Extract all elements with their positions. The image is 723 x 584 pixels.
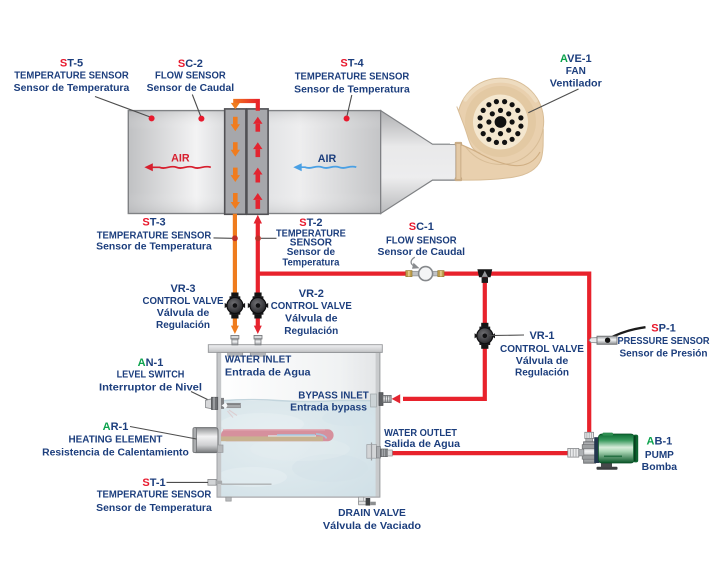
svg-text:WATER OUTLET: WATER OUTLET bbox=[384, 428, 457, 439]
svg-text:Entrada bypass: Entrada bypass bbox=[290, 402, 367, 413]
svg-text:Válvula de: Válvula de bbox=[516, 356, 569, 367]
svg-text:SENSOR: SENSOR bbox=[290, 238, 333, 249]
svg-text:Sensor de Caudal: Sensor de Caudal bbox=[378, 247, 466, 258]
svg-text:VR-2: VR-2 bbox=[299, 288, 324, 300]
svg-text:Resistencia de Calentamiento: Resistencia de Calentamiento bbox=[42, 448, 189, 459]
svg-text:SP-1: SP-1 bbox=[651, 322, 675, 334]
svg-text:SC-2: SC-2 bbox=[178, 58, 203, 70]
svg-text:AIR: AIR bbox=[171, 153, 190, 165]
svg-text:VR-1: VR-1 bbox=[529, 330, 554, 342]
svg-text:Regulación: Regulación bbox=[515, 368, 569, 379]
svg-text:Válvula de Vaciado: Válvula de Vaciado bbox=[323, 521, 421, 532]
svg-text:FLOW SENSOR: FLOW SENSOR bbox=[155, 71, 226, 82]
svg-text:TEMPERATURE SENSOR: TEMPERATURE SENSOR bbox=[14, 71, 129, 82]
svg-text:TEMPERATURE SENSOR: TEMPERATURE SENSOR bbox=[97, 231, 212, 242]
svg-text:Válvula de: Válvula de bbox=[285, 314, 338, 325]
svg-text:Interruptor de Nivel: Interruptor de Nivel bbox=[99, 382, 202, 393]
svg-text:FAN: FAN bbox=[566, 66, 586, 77]
svg-text:Sensor de Temperatura: Sensor de Temperatura bbox=[96, 503, 212, 514]
svg-text:ST-4: ST-4 bbox=[340, 58, 364, 70]
svg-text:CONTROL VALVE: CONTROL VALVE bbox=[271, 301, 352, 312]
svg-text:TEMPERATURE SENSOR: TEMPERATURE SENSOR bbox=[295, 72, 410, 83]
svg-text:AIR: AIR bbox=[318, 153, 337, 165]
svg-text:CONTROL VALVE: CONTROL VALVE bbox=[500, 344, 584, 355]
svg-text:Temperatura: Temperatura bbox=[282, 257, 339, 268]
svg-text:Bomba: Bomba bbox=[642, 462, 678, 473]
svg-text:DRAIN VALVE: DRAIN VALVE bbox=[338, 508, 406, 519]
svg-text:Sensor de Temperatura: Sensor de Temperatura bbox=[96, 242, 212, 253]
svg-text:ST-3: ST-3 bbox=[142, 217, 165, 229]
svg-text:VR-3: VR-3 bbox=[170, 283, 195, 295]
svg-text:Sensor de: Sensor de bbox=[287, 247, 336, 258]
svg-text:TEMPERATURE SENSOR: TEMPERATURE SENSOR bbox=[97, 490, 212, 501]
svg-text:FLOW SENSOR: FLOW SENSOR bbox=[386, 236, 457, 247]
svg-text:AB-1: AB-1 bbox=[647, 435, 673, 447]
svg-text:ST-2: ST-2 bbox=[299, 217, 322, 229]
svg-text:SC-1: SC-1 bbox=[409, 221, 434, 233]
svg-text:BYPASS INLET: BYPASS INLET bbox=[298, 390, 369, 401]
svg-text:Entrada de Agua: Entrada de Agua bbox=[225, 368, 311, 379]
svg-text:AN-1: AN-1 bbox=[138, 357, 164, 369]
svg-text:AVE-1: AVE-1 bbox=[560, 53, 592, 65]
svg-text:ST-5: ST-5 bbox=[60, 58, 83, 70]
svg-text:AR-1: AR-1 bbox=[103, 421, 129, 433]
svg-text:ST-1: ST-1 bbox=[142, 477, 165, 489]
svg-text:Sensor de Temperatura: Sensor de Temperatura bbox=[14, 83, 130, 94]
svg-text:Sensor de Caudal: Sensor de Caudal bbox=[147, 83, 235, 94]
svg-text:Sensor de Presión: Sensor de Presión bbox=[620, 349, 708, 360]
svg-text:Salida de Agua: Salida de Agua bbox=[384, 439, 460, 450]
svg-text:TEMPERATURE: TEMPERATURE bbox=[276, 228, 346, 239]
svg-text:Regulación: Regulación bbox=[156, 320, 210, 331]
svg-text:Sensor de Temperatura: Sensor de Temperatura bbox=[294, 85, 410, 96]
svg-text:PUMP: PUMP bbox=[645, 450, 674, 461]
svg-text:LEVEL SWITCH: LEVEL SWITCH bbox=[117, 370, 185, 381]
svg-text:Ventilador: Ventilador bbox=[550, 78, 602, 89]
svg-text:HEATING ELEMENT: HEATING ELEMENT bbox=[69, 434, 163, 445]
svg-text:Válvula de: Válvula de bbox=[157, 308, 210, 319]
svg-text:Regulación: Regulación bbox=[284, 326, 338, 337]
svg-text:WATER INLET: WATER INLET bbox=[225, 355, 291, 366]
svg-text:PRESSURE SENSOR: PRESSURE SENSOR bbox=[618, 336, 711, 347]
svg-text:CONTROL VALVE: CONTROL VALVE bbox=[143, 296, 224, 307]
